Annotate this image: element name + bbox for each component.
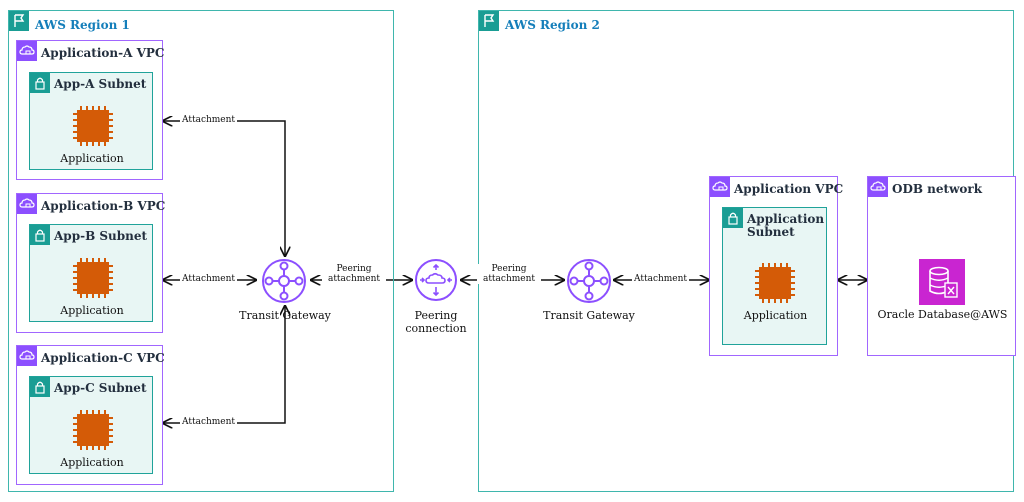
vpc-cloud-icon bbox=[17, 346, 37, 366]
vpc-application-r2: Application VPC Application Subnet Appli… bbox=[709, 176, 843, 356]
region-title: AWS Region 1 bbox=[35, 18, 130, 32]
compute-chip-icon bbox=[73, 410, 113, 450]
compute-chip-icon bbox=[73, 106, 113, 146]
attachment-label: Attachment bbox=[180, 274, 238, 284]
subnet-title-line2: Subnet bbox=[747, 225, 795, 239]
vpc-title: ODB network bbox=[892, 182, 983, 196]
peering-connection-label: Peering connection bbox=[396, 309, 476, 335]
peering-attachment-line1: Peering bbox=[336, 264, 372, 274]
subnet-app-a: App-A Subnet Application bbox=[29, 72, 153, 170]
region-flag-icon bbox=[9, 11, 29, 31]
peering-connection-icon bbox=[415, 259, 457, 301]
subnet-title: Application Subnet bbox=[747, 213, 824, 239]
vpc-cloud-icon bbox=[17, 194, 37, 214]
transit-gateway-label: Transit Gateway bbox=[239, 309, 331, 322]
vpc-application-b: Application-B VPC App-B Subnet Applicati… bbox=[16, 193, 166, 333]
transit-gateway-icon bbox=[262, 259, 306, 303]
peering-attachment-line1: Peering bbox=[491, 264, 527, 274]
compute-chip-icon bbox=[755, 263, 795, 303]
subnet-application: Application Subnet Application bbox=[722, 207, 827, 345]
odb-network: ODB network Oracle Database@AWS bbox=[867, 176, 1016, 356]
compute-chip-icon bbox=[73, 258, 113, 298]
peering-attachment-line2: attachment bbox=[482, 274, 536, 284]
attachment-label: Attachment bbox=[180, 417, 238, 427]
transit-gateway-icon bbox=[567, 259, 611, 303]
subnet-lock-icon bbox=[30, 225, 50, 245]
vpc-title: Application-B VPC bbox=[41, 199, 166, 213]
attachment-label: Attachment bbox=[632, 274, 690, 284]
peering-connection-line2: connection bbox=[405, 322, 467, 335]
vpc-application-a: Application-A VPC App-A Subnet Applicati… bbox=[16, 40, 165, 180]
application-label: Application bbox=[60, 304, 124, 317]
application-label: Application bbox=[743, 309, 808, 322]
vpc-title: Application-A VPC bbox=[41, 46, 165, 60]
subnet-lock-icon bbox=[30, 73, 50, 93]
oracle-database-icon bbox=[919, 259, 965, 305]
subnet-title: App-B Subnet bbox=[54, 229, 148, 243]
peering-attachment-line2: attachment bbox=[327, 274, 381, 284]
vpc-cloud-icon bbox=[868, 177, 888, 197]
vpc-title: Application VPC bbox=[734, 182, 844, 196]
vpc-application-c: Application-C VPC App-C Subnet Applicati… bbox=[16, 345, 165, 485]
vpc-title: Application-C VPC bbox=[41, 351, 165, 365]
oracle-database-label: Oracle Database@AWS bbox=[877, 308, 1008, 321]
subnet-lock-icon bbox=[30, 377, 50, 397]
vpc-cloud-icon bbox=[17, 41, 37, 61]
region-title: AWS Region 2 bbox=[505, 18, 600, 32]
subnet-title: App-C Subnet bbox=[54, 381, 147, 395]
aws-region-1: AWS Region 1 bbox=[8, 10, 394, 492]
subnet-lock-icon bbox=[723, 208, 743, 228]
application-label: Application bbox=[60, 152, 124, 165]
transit-gateway-label: Transit Gateway bbox=[543, 309, 635, 322]
subnet-title: App-A Subnet bbox=[54, 77, 147, 91]
attachment-label: Attachment bbox=[180, 115, 238, 125]
subnet-app-c: App-C Subnet Application bbox=[29, 376, 153, 474]
region-flag-icon bbox=[479, 11, 499, 31]
peering-attachment-label: Peering attachment bbox=[322, 264, 386, 284]
subnet-app-b: App-B Subnet Application bbox=[29, 224, 153, 322]
vpc-cloud-icon bbox=[710, 177, 730, 197]
peering-attachment-label: Peering attachment bbox=[477, 264, 541, 284]
subnet-title-line1: Application bbox=[747, 212, 825, 226]
application-label: Application bbox=[60, 456, 124, 469]
peering-connection-line1: Peering bbox=[414, 309, 458, 322]
